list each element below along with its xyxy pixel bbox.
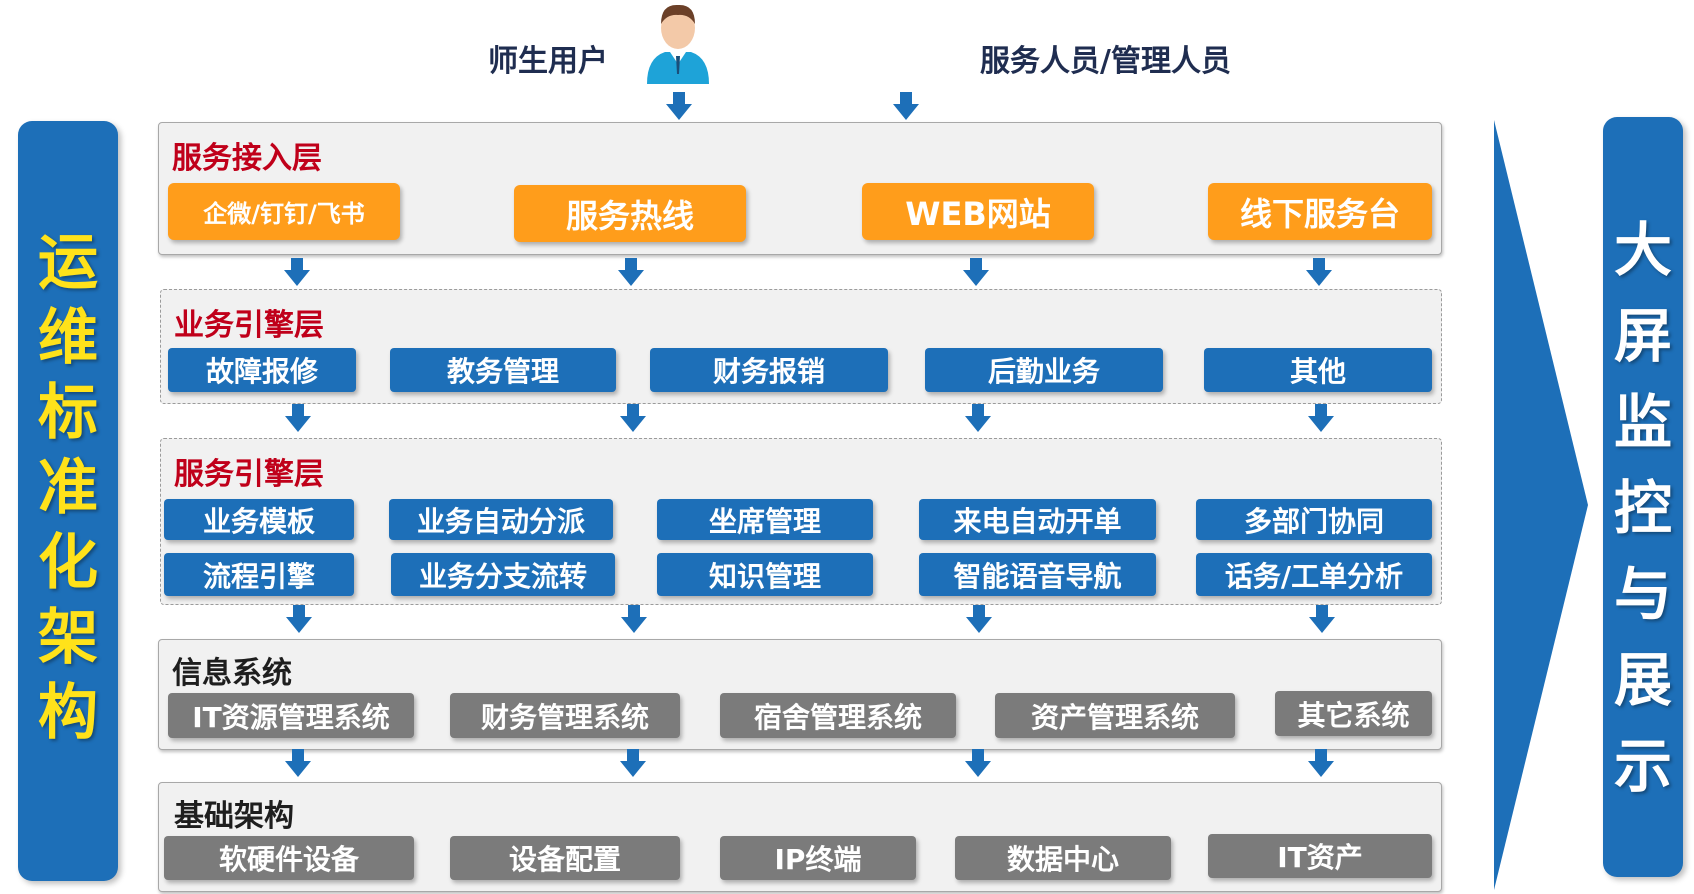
infra-data-center-box: 数据中心 bbox=[955, 836, 1171, 880]
service-ivr-box: 智能语音导航 bbox=[919, 553, 1156, 596]
monitor-display-banner: 大 屏 监 控 与 展 示 bbox=[1603, 117, 1683, 877]
arrow-down-icon bbox=[893, 92, 919, 120]
person-icon bbox=[643, 0, 713, 84]
info-dorm-system-box: 宿舍管理系统 bbox=[720, 693, 956, 738]
service-analysis-box: 话务/工单分析 bbox=[1196, 553, 1432, 596]
arrow-down-icon bbox=[1308, 404, 1334, 432]
access-offline-desk-box: 线下服务台 bbox=[1208, 183, 1432, 240]
arrow-down-icon bbox=[620, 404, 646, 432]
arrow-down-icon bbox=[285, 404, 311, 432]
business-fault-repair-box: 故障报修 bbox=[168, 348, 356, 392]
info-it-resource-box: IT资源管理系统 bbox=[168, 693, 414, 738]
info-system-layer-title: 信息系统 bbox=[172, 656, 292, 691]
access-hotline-box: 服务热线 bbox=[514, 185, 746, 242]
arrow-down-icon bbox=[966, 605, 992, 633]
service-template-box: 业务模板 bbox=[164, 499, 354, 540]
arrow-down-icon bbox=[963, 258, 989, 286]
service-auto-dispatch-box: 业务自动分派 bbox=[389, 499, 613, 540]
service-multi-dept-box: 多部门协同 bbox=[1196, 499, 1432, 540]
ops-standard-architecture-text: 运 维 标 准 化 架 构 bbox=[38, 228, 98, 748]
infra-ip-terminal-box: IP终端 bbox=[720, 836, 916, 880]
arrow-down-icon bbox=[666, 92, 692, 120]
service-seat-mgmt-box: 坐席管理 bbox=[657, 499, 873, 540]
arrow-down-icon bbox=[1309, 605, 1335, 633]
infra-it-asset-box: IT资产 bbox=[1208, 834, 1432, 878]
staff-admin-label: 服务人员/管理人员 bbox=[980, 44, 1231, 79]
arrow-down-icon bbox=[1306, 258, 1332, 286]
arrow-down-icon bbox=[965, 749, 991, 777]
business-engine-layer-title: 业务引擎层 bbox=[174, 308, 324, 343]
teacher-student-user-label: 师生用户 bbox=[488, 44, 608, 79]
info-other-system-box: 其它系统 bbox=[1275, 691, 1432, 736]
service-auto-ticket-box: 来电自动开单 bbox=[919, 499, 1156, 540]
infra-config-box: 设备配置 bbox=[450, 836, 680, 880]
infra-hardware-box: 软硬件设备 bbox=[164, 836, 414, 880]
arrow-down-icon bbox=[1308, 749, 1334, 777]
arrow-down-icon bbox=[620, 749, 646, 777]
arrow-down-icon bbox=[285, 749, 311, 777]
business-logistics-box: 后勤业务 bbox=[925, 348, 1163, 392]
arrow-down-icon bbox=[284, 258, 310, 286]
service-knowledge-box: 知识管理 bbox=[657, 553, 873, 596]
arrow-down-icon bbox=[621, 605, 647, 633]
service-workflow-engine-box: 流程引擎 bbox=[164, 553, 354, 596]
access-im-apps-box: 企微/钉钉/飞书 bbox=[168, 183, 400, 240]
access-web-box: WEB网站 bbox=[862, 183, 1094, 240]
info-asset-system-box: 资产管理系统 bbox=[995, 693, 1235, 738]
arrow-down-icon bbox=[618, 258, 644, 286]
infrastructure-layer-title: 基础架构 bbox=[174, 799, 294, 834]
chevron-right-icon bbox=[1494, 120, 1590, 894]
info-finance-system-box: 财务管理系统 bbox=[450, 693, 680, 738]
business-academic-box: 教务管理 bbox=[390, 348, 616, 392]
arrow-down-icon bbox=[286, 605, 312, 633]
monitor-display-text: 大 屏 监 控 与 展 示 bbox=[1613, 216, 1672, 800]
access-layer-title: 服务接入层 bbox=[172, 141, 322, 176]
business-other-box: 其他 bbox=[1204, 348, 1432, 392]
service-engine-layer-title: 服务引擎层 bbox=[174, 457, 324, 492]
ops-standard-architecture-banner: 运 维 标 准 化 架 构 bbox=[18, 121, 118, 881]
business-finance-reimburse-box: 财务报销 bbox=[650, 348, 888, 392]
arrow-down-icon bbox=[965, 404, 991, 432]
service-branch-flow-box: 业务分支流转 bbox=[391, 553, 615, 596]
